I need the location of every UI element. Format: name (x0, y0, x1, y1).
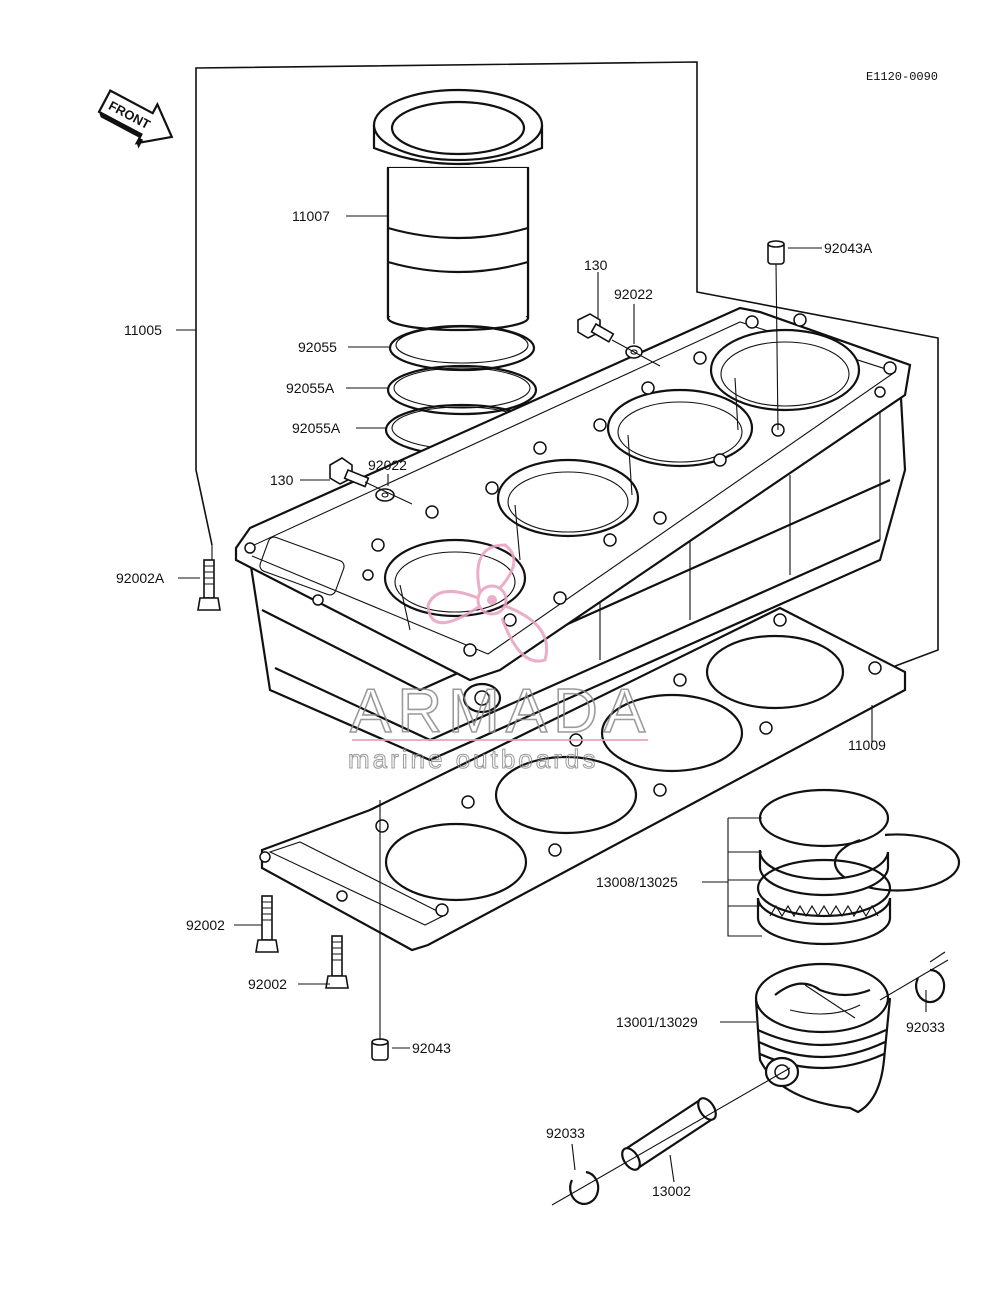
label-13001-13029: 13001/13029 (616, 1014, 698, 1030)
piston-rings (756, 788, 961, 946)
piston-pin (621, 1097, 717, 1171)
label-92002a: 92002A (116, 570, 165, 586)
circlip-right (915, 951, 946, 1004)
dowel-92043 (371, 1038, 389, 1061)
label-130-left: 130 (270, 472, 294, 488)
head-gasket (259, 606, 907, 952)
stud-92002a (197, 559, 221, 611)
label-92002-lower: 92002 (248, 976, 287, 992)
cylinder-block (234, 306, 912, 762)
label-92055a-lower: 92055A (292, 420, 341, 436)
bolt-guide-line-left (364, 481, 413, 505)
stud-92002-lower (325, 935, 349, 989)
assembly-bracket (195, 61, 939, 669)
label-92043: 92043 (412, 1040, 451, 1056)
label-11009: 11009 (848, 737, 886, 753)
o-ring-92055a-upper (386, 364, 538, 416)
circlip-left (569, 1170, 600, 1205)
label-92033-left: 92033 (546, 1125, 585, 1141)
label-130-top: 130 (584, 257, 608, 273)
front-arrow-icon: FRONT (97, 89, 174, 149)
propeller-logo-icon (426, 543, 549, 663)
pin-axis-line-right (879, 959, 949, 1001)
dowel-92043a (767, 240, 785, 265)
label-92022-left: 92022 (368, 457, 407, 473)
label-92033-right: 92033 (906, 1019, 945, 1035)
label-11005: 11005 (124, 322, 162, 338)
bolt-130-left (329, 457, 370, 488)
label-13008-13025: 13008/13025 (596, 874, 678, 890)
label-11007: 11007 (292, 208, 330, 224)
label-13002: 13002 (652, 1183, 691, 1199)
label-92043a: 92043A (824, 240, 873, 256)
label-92055: 92055 (298, 339, 337, 355)
watermark-brand: ARMADA (350, 677, 651, 746)
cylinder-sleeve (372, 88, 544, 332)
bolt-130-top (577, 313, 615, 343)
pin-axis-line (551, 1067, 791, 1206)
reference-code: E1120-0090 (866, 70, 938, 84)
watermark-tagline: marine outboards (348, 744, 598, 774)
stud-92002-upper (255, 895, 279, 953)
bolt-guide-line (611, 339, 661, 367)
label-92002-upper: 92002 (186, 917, 225, 933)
o-ring-92055 (388, 324, 536, 372)
label-92055a-upper: 92055A (286, 380, 335, 396)
dowel-guide-line (775, 263, 779, 431)
piston (754, 962, 892, 1114)
label-92022-top: 92022 (614, 286, 653, 302)
watermark: ARMADA marine outboards (348, 543, 651, 775)
